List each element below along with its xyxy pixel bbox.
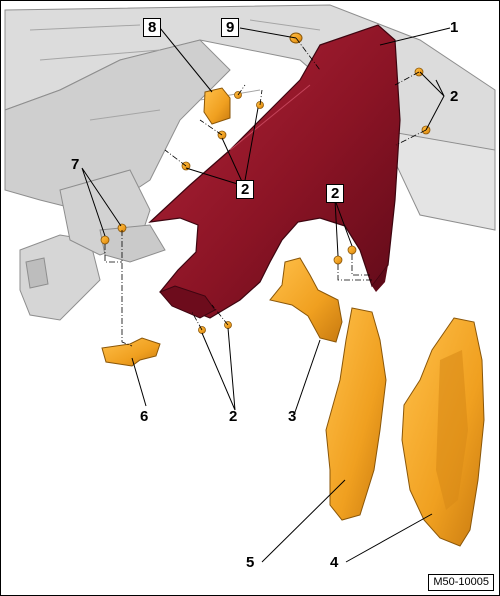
fender-panel	[148, 24, 401, 319]
callout-1: 1	[450, 19, 459, 36]
liner-5	[325, 307, 387, 521]
callout-2-right: 2	[450, 88, 459, 105]
callout-2-upper: 2	[236, 180, 255, 199]
callout-2-wheelarch: 2	[326, 184, 345, 203]
callout-7: 7	[71, 156, 80, 173]
callout-3: 3	[288, 408, 297, 425]
callout-9: 9	[221, 18, 240, 37]
callout-2-lower: 2	[229, 408, 238, 425]
leader-lines	[81, 27, 451, 563]
callout-5: 5	[246, 554, 255, 571]
dash-dot-lines	[104, 37, 427, 347]
callout-6: 6	[140, 408, 149, 425]
bracket-3	[269, 257, 343, 343]
figure-code: M50-10005	[428, 574, 494, 591]
bracket-6	[101, 337, 161, 367]
bump-stop-8	[203, 87, 231, 125]
callout-4: 4	[330, 554, 339, 571]
callout-8: 8	[143, 18, 162, 37]
